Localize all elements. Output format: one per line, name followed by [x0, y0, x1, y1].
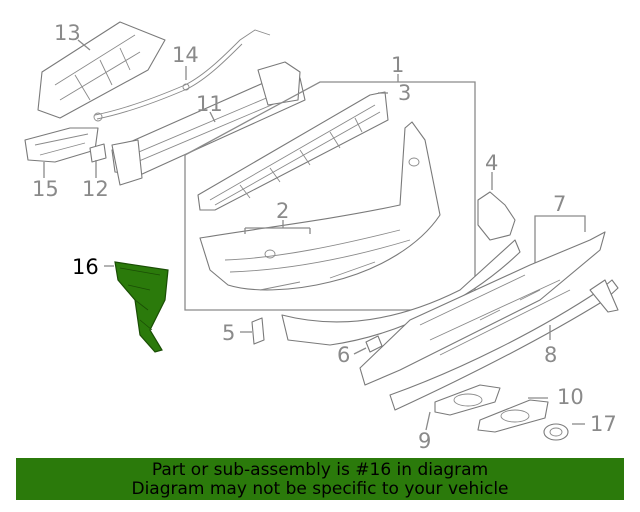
callout-11: 11 — [196, 92, 223, 116]
part-14-wire — [93, 29, 271, 122]
leader-lines — [43, 39, 585, 431]
part-12-clip — [89, 143, 107, 163]
part-5-clip — [251, 317, 265, 345]
callout-1: 1 — [391, 53, 404, 77]
callout-13: 13 — [54, 21, 81, 45]
part-15-bracket — [24, 127, 99, 163]
part-11-beam — [111, 61, 306, 186]
banner-line-2: Diagram may not be specific to your vehi… — [131, 479, 509, 499]
part-9-trim — [434, 384, 501, 416]
callout-2: 2 — [276, 199, 289, 223]
info-banner: Part or sub-assembly is #16 in diagram D… — [16, 458, 624, 500]
part-7-diffuser — [359, 231, 606, 386]
callout-10: 10 — [557, 385, 584, 409]
part-10-trim — [477, 399, 549, 433]
callout-9: 9 — [418, 429, 431, 453]
part-6-clip — [365, 335, 383, 353]
callout-5: 5 — [222, 321, 235, 345]
callout-4: 4 — [485, 151, 498, 175]
callout-16: 16 — [72, 255, 99, 279]
part-17-tip — [543, 423, 569, 441]
part-8-strip — [389, 279, 619, 411]
callout-8: 8 — [544, 343, 557, 367]
callout-3: 3 — [398, 81, 411, 105]
callout-14: 14 — [172, 43, 199, 67]
part-16-highlighted-bracket — [114, 261, 169, 353]
banner-line-1: Part or sub-assembly is #16 in diagram — [151, 460, 489, 480]
part-3-absorber — [197, 91, 389, 211]
part-13-bracket — [37, 21, 166, 119]
callout-17: 17 — [590, 412, 617, 436]
callout-7: 7 — [553, 192, 566, 216]
part-1-assembly-box — [184, 81, 476, 311]
part-4-guide — [477, 191, 516, 241]
part-1-bumper-cover — [199, 121, 441, 291]
callout-6: 6 — [337, 343, 350, 367]
callout-12: 12 — [82, 177, 109, 201]
part-7-leaders — [534, 215, 586, 265]
lower-bumper-trim — [281, 239, 521, 346]
callout-15: 15 — [32, 177, 59, 201]
